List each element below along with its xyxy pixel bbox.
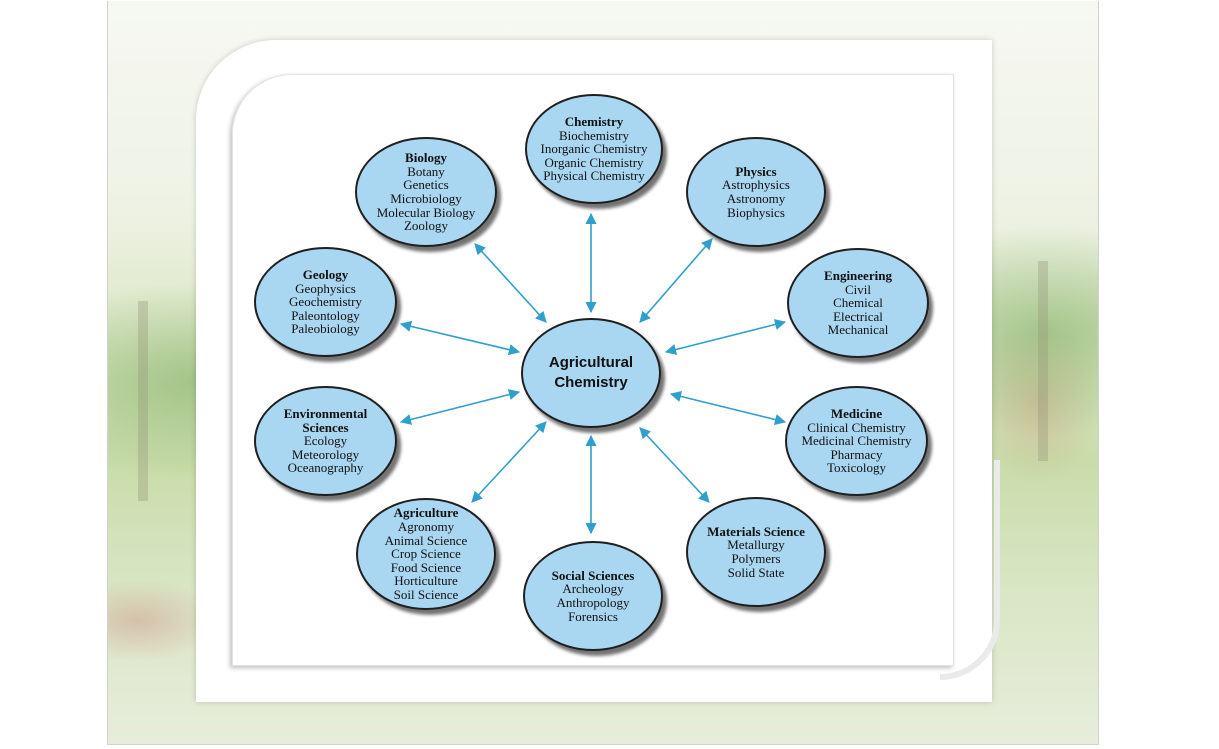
node-item: Anthropology [556,595,630,610]
center-label-line1: Agricultural [548,354,634,371]
node-item: Ecology [303,433,348,449]
node-item: Agronomy [397,519,455,535]
node-item: Geophysics [295,280,356,296]
node-title: Medicine [830,406,883,422]
node-item: Mechanical [827,322,889,338]
node-item: Zoology [403,218,449,234]
arrow-biology [474,243,547,323]
node-item: Animal Science [384,532,468,548]
center-label-line2: Chemistry [554,374,628,391]
node-item: Botany [407,163,445,179]
node-title: Biology [405,150,447,166]
node-item: Clinical Chemistry [807,419,906,435]
node-item: Inorganic Chemistry [540,141,648,157]
node-item: Polymers [731,551,781,566]
node-item: Crop Science [391,546,461,562]
node-item: Horticulture [394,573,458,589]
background-palm-trunk [1038,261,1048,461]
arrow-agriculture [471,421,547,503]
node-title: Agriculture [393,505,459,521]
node-title: Engineering [824,268,892,284]
node-item: Meteorology [291,446,360,462]
node-title: Materials Science [707,523,805,539]
node-item: Biochemistry [558,127,630,143]
arrow-engineering [664,319,787,355]
node-item: Toxicology [826,460,887,476]
node-item: Paleontology [291,307,360,323]
arrow-medicine [669,390,787,426]
node-item: Food Science [390,559,462,575]
node-item: Chemical [833,295,883,311]
node-item: Medicinal Chemistry [801,433,912,449]
node-item: Organic Chemistry [544,154,644,170]
center-node-agricultural-chemistry: Agricultural Chemistry [521,318,661,428]
arrow-environmental-sciences [399,389,521,425]
node-title: Physics [735,163,777,179]
node-item: Astrophysics [722,177,790,193]
node-item: Pharmacy [830,446,883,462]
node-title: Social Sciences [551,567,635,583]
node-title: Sciences [302,419,349,435]
arrow-materials-science [639,427,710,503]
node-item: Microbiology [390,191,462,206]
node-item: Oceanography [287,460,364,476]
node-item: Metallurgy [727,537,785,553]
arrow-geology [399,320,521,356]
node-item: Astronomy [726,191,786,206]
background-palm-trunk [138,301,148,501]
node-item: Paleobiology [291,321,360,337]
node-title: Chemistry [564,114,624,130]
node-item: Molecular Biology [376,204,476,220]
node-item: Electrical [833,308,883,324]
node-item: Geochemistry [289,294,362,310]
node-item: Forensics [568,608,618,624]
node-item: Civil [844,281,871,297]
arrow-physics [639,238,713,323]
node-title: Environmental [283,406,368,422]
node-item: Solid State [727,564,785,580]
node-title: Geology [302,267,349,283]
node-item: Physical Chemistry [543,168,645,184]
node-item: Soil Science [393,586,459,602]
node-item: Genetics [403,177,449,193]
node-item: Archeology [562,581,624,597]
node-item: Biophysics [727,204,785,220]
